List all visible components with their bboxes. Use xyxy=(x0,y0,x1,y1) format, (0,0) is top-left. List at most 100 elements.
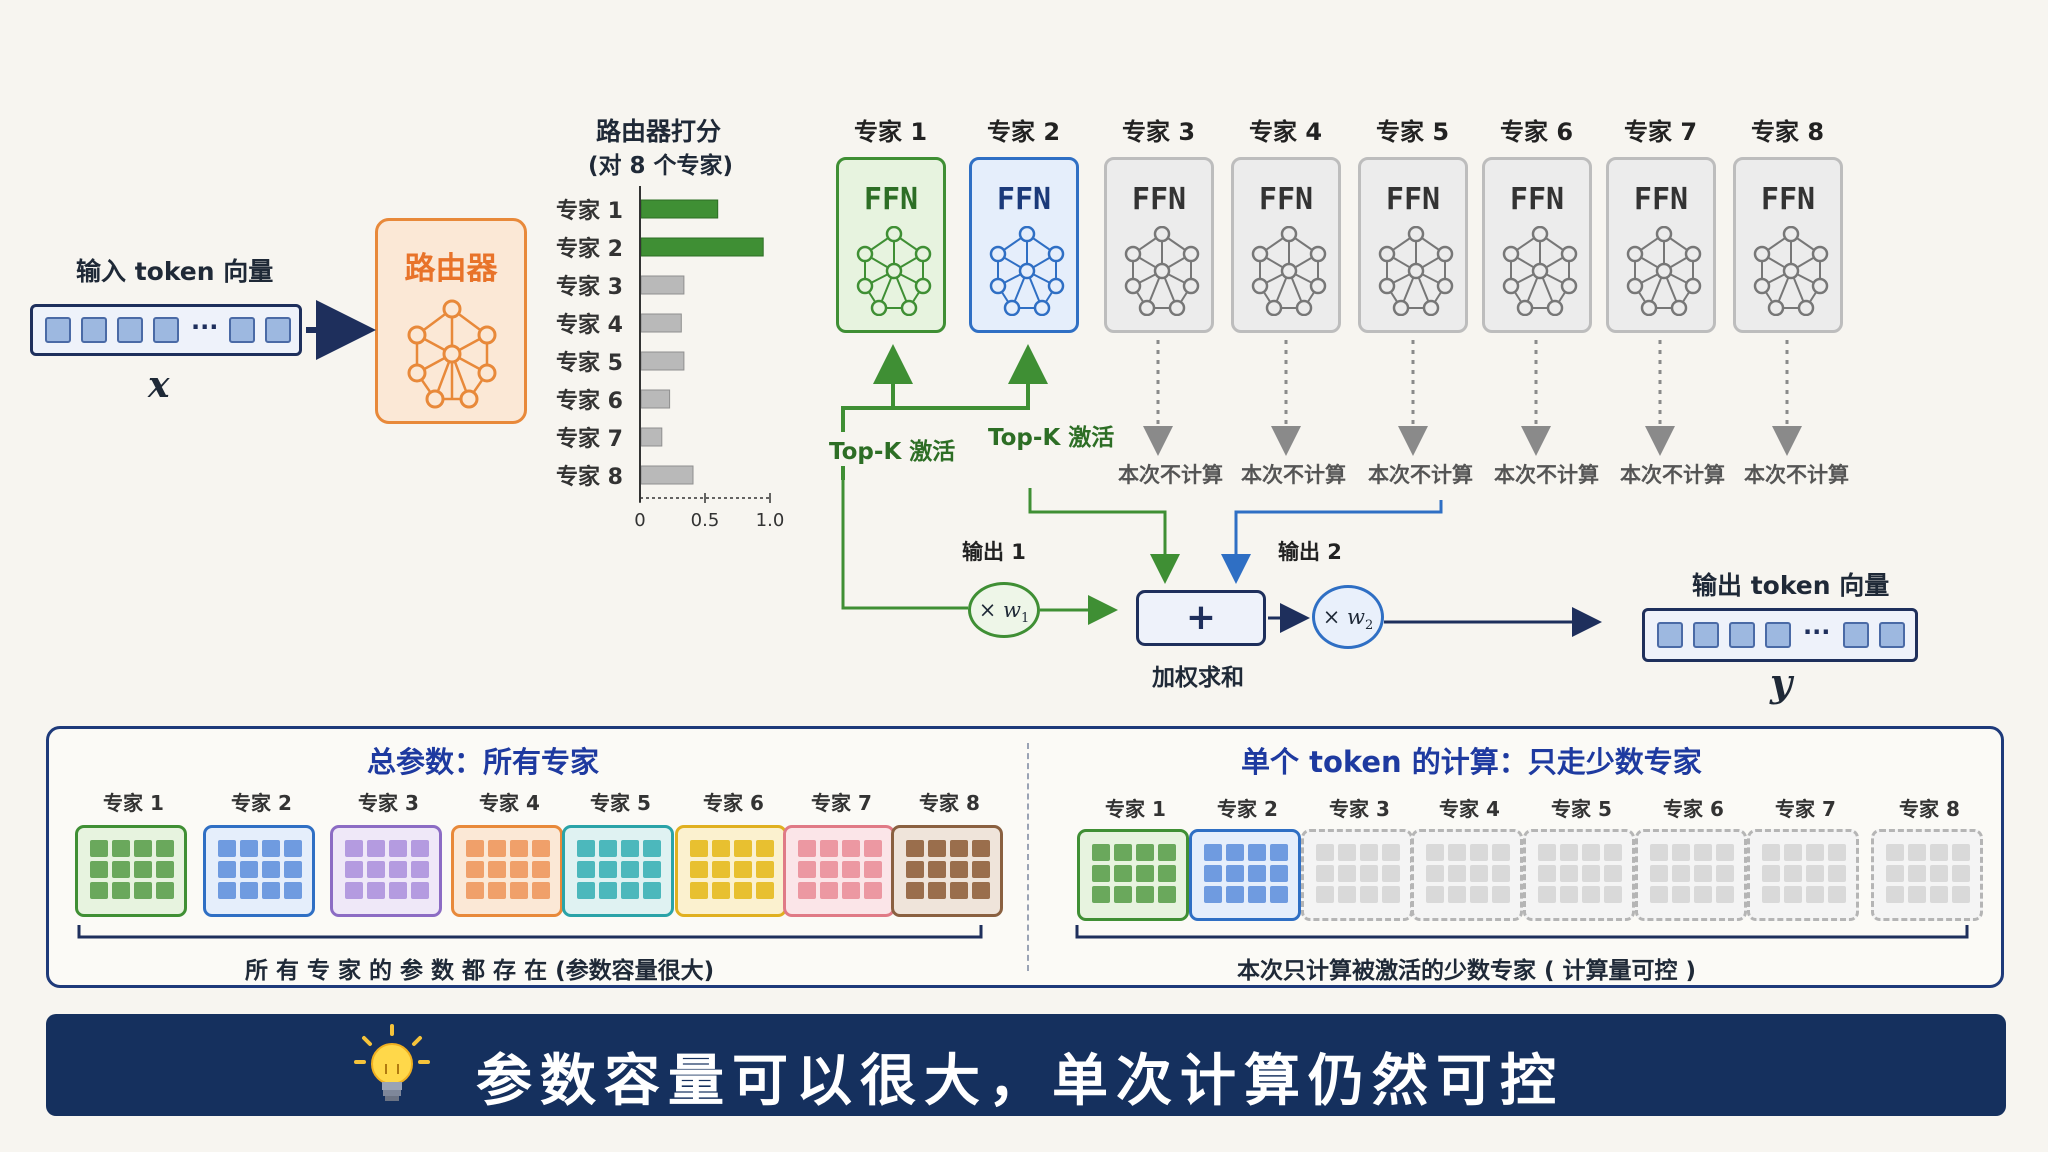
skip-label-3: 本次不计算 xyxy=(1118,463,1223,487)
expert-ffn-card-6: FFN xyxy=(1482,157,1592,333)
ffn-label: FFN xyxy=(1760,182,1816,217)
skip-label-4: 本次不计算 xyxy=(1241,463,1346,487)
right-cards-card-2 xyxy=(1189,829,1301,921)
ffn-network-icon xyxy=(1502,226,1578,316)
right-cards-title-7: 专家 7 xyxy=(1775,797,1836,821)
scores-title-line1: 路由器打分 xyxy=(596,117,722,146)
w1-sub: 1 xyxy=(1020,611,1030,627)
panel-right-caption: 本次只计算被激活的少数专家 ( 计算量可控 ) xyxy=(1237,958,1697,984)
skip-label-7: 本次不计算 xyxy=(1620,463,1725,487)
scores-title-line2: (对 8 个专家) xyxy=(588,153,734,179)
left-cards-title-2: 专家 2 xyxy=(231,791,292,815)
weighted-sum-box: + xyxy=(1136,590,1266,646)
left-cards-title-4: 专家 4 xyxy=(479,791,540,815)
expert-title-7: 专家 7 xyxy=(1624,118,1698,146)
right-cards-card-1 xyxy=(1077,829,1189,921)
expert-ffn-card-3: FFN xyxy=(1104,157,1214,333)
panel-right-title: 单个 token 的计算：只走少数专家 xyxy=(1241,745,1702,779)
panel-divider xyxy=(1027,743,1029,971)
router-box: 路由器 xyxy=(375,218,527,424)
w2-symbol: w xyxy=(1347,605,1365,629)
score-category-label: 专家 8 xyxy=(556,464,623,490)
score-bar xyxy=(640,275,685,295)
score-category-label: 专家 7 xyxy=(556,426,623,452)
ffn-network-icon xyxy=(1753,226,1829,316)
score-category-label: 专家 5 xyxy=(556,350,623,376)
ffn-label: FFN xyxy=(863,182,919,217)
ffn-label: FFN xyxy=(1385,182,1441,217)
expert-ffn-card-5: FFN xyxy=(1358,157,1468,333)
expert-title-6: 专家 6 xyxy=(1500,118,1574,146)
score-category-label: 专家 1 xyxy=(556,198,623,224)
expert-title-8: 专家 8 xyxy=(1751,118,1825,146)
right-cards-card-7 xyxy=(1747,829,1859,921)
router-label: 路由器 xyxy=(404,251,498,287)
ffn-network-icon xyxy=(1124,226,1200,316)
ffn-label: FFN xyxy=(1131,182,1187,217)
lightbulb-icon xyxy=(354,1024,430,1101)
ffn-network-icon xyxy=(1378,226,1454,316)
sum-label: 加权求和 xyxy=(1152,665,1244,691)
w2-sub: 2 xyxy=(1364,618,1374,634)
plus-icon: + xyxy=(1185,597,1217,638)
ffn-network-icon xyxy=(856,226,932,316)
expert-ffn-card-7: FFN xyxy=(1606,157,1716,333)
left-cards-card-3 xyxy=(330,825,442,917)
score-bar xyxy=(640,313,682,333)
expert-title-1: 专家 1 xyxy=(854,118,928,146)
left-cards-title-1: 专家 1 xyxy=(103,791,164,815)
w1-times: × xyxy=(978,598,1003,622)
score-tick-label: 0 xyxy=(634,510,645,531)
left-cards-card-1 xyxy=(75,825,187,917)
score-tick-label: 0.5 xyxy=(691,510,720,531)
topk-label-left: Top-K 激活 xyxy=(829,432,956,466)
input-title: 输入 token 向量 xyxy=(76,257,274,286)
score-category-label: 专家 4 xyxy=(556,312,623,338)
left-cards-title-8: 专家 8 xyxy=(919,791,980,815)
right-cards-card-5 xyxy=(1523,829,1635,921)
ffn-label: FFN xyxy=(996,182,1052,217)
panel-left-caption: 所 有 专 家 的 参 数 都 存 在 (参数容量很大) xyxy=(245,958,715,984)
ffn-network-icon xyxy=(1626,226,1702,316)
score-bar xyxy=(640,427,663,447)
expert-title-5: 专家 5 xyxy=(1376,118,1450,146)
router-network-icon xyxy=(407,299,497,409)
comparison-panel: 总参数：所有专家 单个 token 的计算：只走少数专家 专家 1 专家 2 专家 … xyxy=(46,726,2004,988)
expert-ffn-card-2: FFN xyxy=(969,157,1079,333)
left-cards-title-6: 专家 6 xyxy=(703,791,764,815)
left-cards-card-8 xyxy=(891,825,1003,917)
score-bar xyxy=(640,237,764,257)
expert-title-2: 专家 2 xyxy=(987,118,1061,146)
banner-text: 参数容量可以很大，单次计算仍然可控 xyxy=(476,1049,1564,1114)
left-cards-card-4 xyxy=(451,825,563,917)
panel-brackets xyxy=(77,925,1969,939)
ffn-label: FFN xyxy=(1633,182,1689,217)
right-cards-card-8 xyxy=(1871,829,1983,921)
expert-ffn-card-4: FFN xyxy=(1231,157,1341,333)
left-cards-card-7 xyxy=(783,825,895,917)
score-bar xyxy=(640,465,694,485)
score-bar xyxy=(640,351,685,371)
ffn-label: FFN xyxy=(1509,182,1565,217)
panel-left-title: 总参数：所有专家 xyxy=(367,745,600,779)
right-cards-title-8: 专家 8 xyxy=(1899,797,1960,821)
score-bar xyxy=(640,199,719,219)
weight-w2-node: × w2 xyxy=(1312,585,1384,649)
left-cards-title-5: 专家 5 xyxy=(590,791,651,815)
left-cards-card-2 xyxy=(203,825,315,917)
w1-symbol: w xyxy=(1003,598,1021,622)
output1-label: 输出 1 xyxy=(962,540,1026,564)
right-cards-title-3: 专家 3 xyxy=(1329,797,1390,821)
left-cards-card-6 xyxy=(675,825,787,917)
output2-label: 输出 2 xyxy=(1278,540,1342,564)
score-category-label: 专家 3 xyxy=(556,274,623,300)
ffn-network-icon xyxy=(1251,226,1327,316)
output-title: 输出 token 向量 xyxy=(1692,571,1890,600)
right-cards-card-3 xyxy=(1301,829,1413,921)
expert-ffn-card-8: FFN xyxy=(1733,157,1843,333)
left-cards-title-3: 专家 3 xyxy=(358,791,419,815)
output-var: y xyxy=(1770,660,1793,705)
expert-title-4: 专家 4 xyxy=(1249,118,1323,146)
topk-label-right: Top-K 激活 xyxy=(988,418,1115,452)
left-cards-card-5 xyxy=(562,825,674,917)
